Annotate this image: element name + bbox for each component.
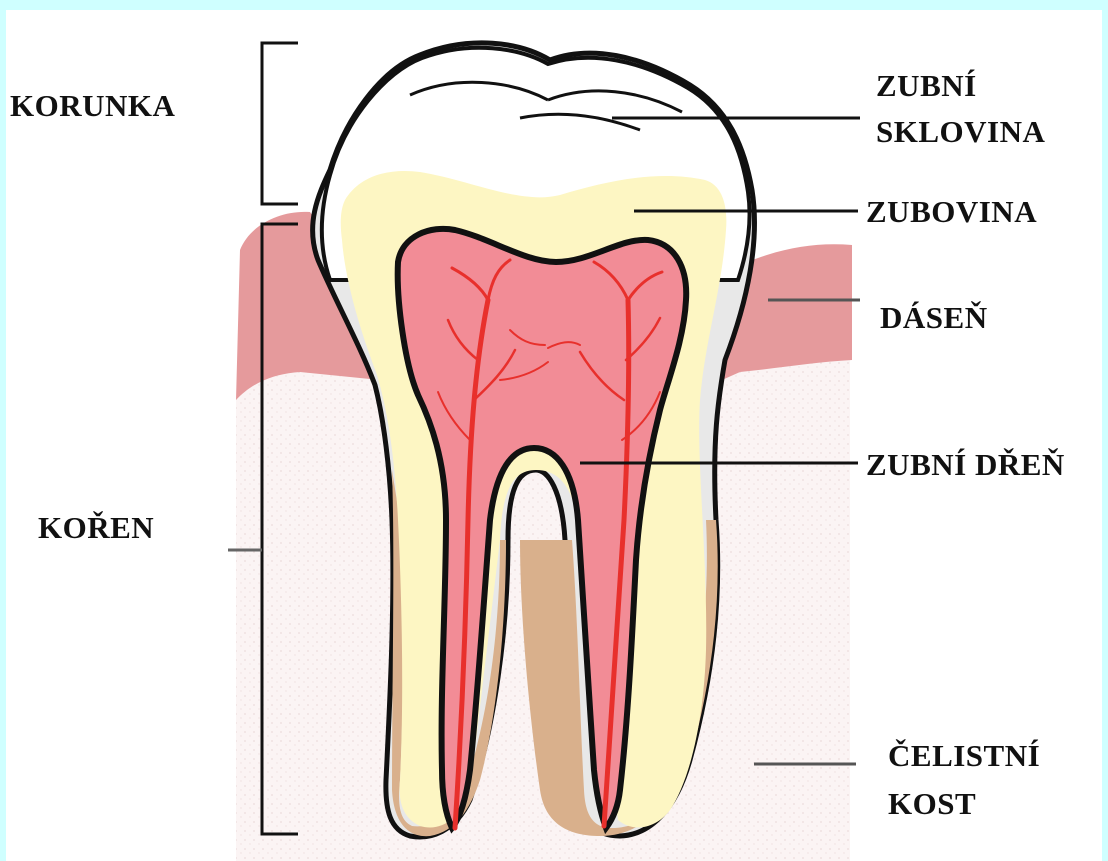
label-kost-line1: ČELISTNÍ: [888, 734, 1040, 778]
label-korunka: KORUNKA: [10, 84, 175, 128]
label-koren: KOŘEN: [38, 506, 154, 550]
bracket-korunka: [262, 43, 298, 204]
label-dren: ZUBNÍ DŘEŇ: [866, 443, 1065, 487]
label-dasen: DÁSEŇ: [880, 296, 988, 340]
label-sklovina-line1: ZUBNÍ: [876, 64, 977, 108]
label-sklovina-line2: SKLOVINA: [876, 110, 1045, 154]
label-zubovina: ZUBOVINA: [866, 190, 1037, 234]
label-kost-line2: KOST: [888, 782, 976, 826]
